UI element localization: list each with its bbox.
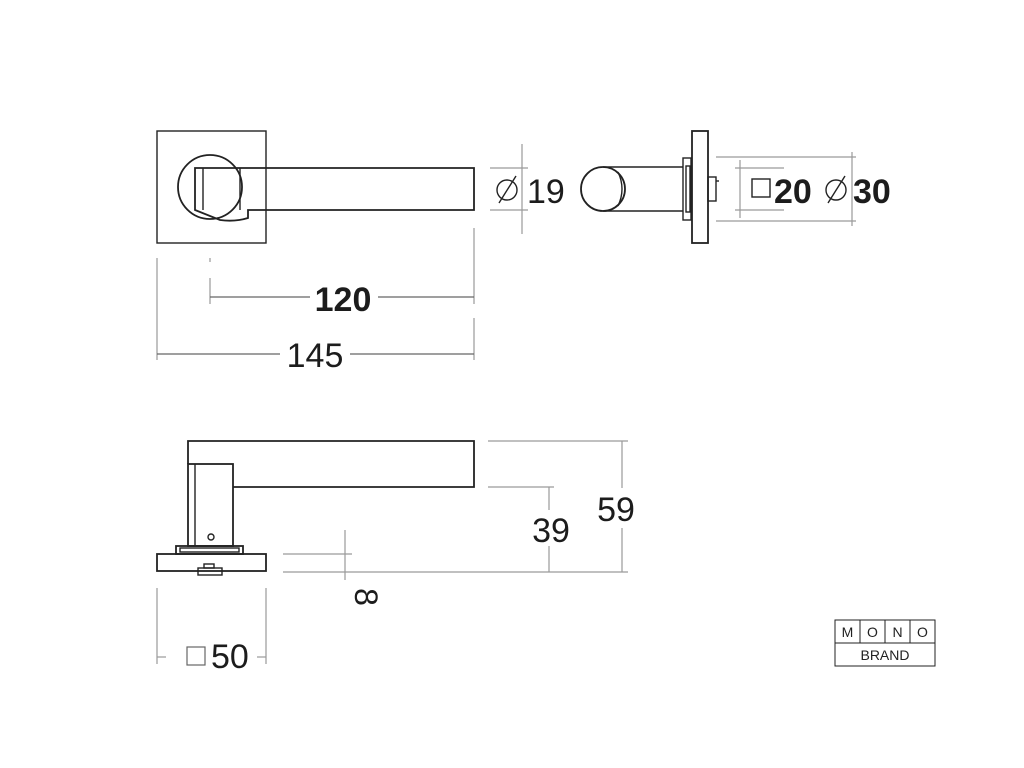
side-view: 20 30: [580, 130, 891, 244]
logo-brand-text: BRAND: [860, 647, 909, 663]
dim-label-19: 19: [527, 173, 565, 211]
elevation-rose: [156, 553, 267, 572]
grub-screw: [207, 533, 215, 541]
dim-label-145: 145: [287, 337, 344, 375]
brand-logo: M O N O BRAND: [834, 619, 936, 667]
rose-boss: [177, 154, 243, 220]
front-view: 120 145 19: [156, 130, 565, 375]
side-neck-curve: [617, 171, 623, 207]
elevation-clip-inner: [203, 563, 215, 569]
logo-letter-2: O: [867, 624, 878, 640]
side-spindle: [707, 176, 717, 202]
logo-letter-1: M: [842, 624, 854, 640]
side-collar-inner: [685, 165, 691, 213]
lever-outline: [194, 167, 475, 222]
dim-label-120: 120: [315, 281, 372, 319]
square-symbol-50: [186, 646, 206, 666]
diameter-symbol-30: [825, 175, 847, 204]
dim-label-30: 30: [853, 173, 891, 211]
square-rose: [156, 130, 267, 244]
side-rose-plate: [691, 130, 709, 244]
logo-letter-4: O: [917, 624, 928, 640]
diameter-symbol-19: [496, 175, 518, 204]
elevation-view: 59 39 8 50: [156, 440, 635, 676]
dim-label-39: 39: [532, 512, 570, 550]
dim-label-8: 8: [348, 588, 384, 606]
dim-label-59: 59: [597, 491, 635, 529]
elevation-collar-inner: [179, 547, 240, 553]
square-symbol-20: [751, 178, 771, 198]
dim-label-50: 50: [211, 638, 249, 676]
logo-letter-3: N: [892, 624, 902, 640]
elevation-lever: [187, 440, 475, 488]
side-collar: [682, 157, 692, 221]
dim-label-20: 20: [774, 173, 812, 211]
elevation-collar: [175, 545, 244, 555]
